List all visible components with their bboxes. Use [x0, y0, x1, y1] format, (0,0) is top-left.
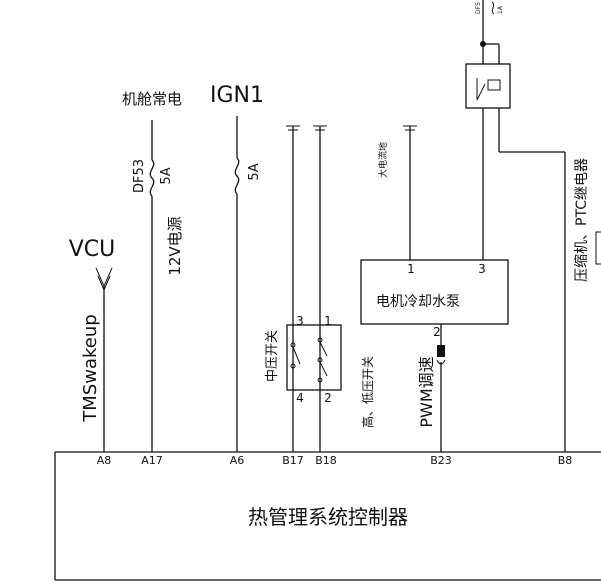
pin-b23: B23	[430, 454, 452, 467]
switch-pin-3: 3	[296, 314, 304, 328]
switch-pin-1: 1	[324, 314, 332, 328]
pin-labels: A8 A17 A6 B17 B18 B23 B8	[97, 454, 573, 467]
big-ground-label: 大电流地	[377, 142, 389, 178]
tms-wakeup-label: TMSwakeup	[80, 314, 101, 422]
top-fuse-label: DF5	[475, 2, 482, 14]
cabin-power-label: 机舱常电	[122, 90, 182, 108]
pin-b18: B18	[315, 454, 337, 467]
pump-pin-3: 3	[478, 262, 486, 276]
ign1-label: IGN1	[210, 83, 264, 108]
fuse-df53-label: DF53	[132, 159, 147, 193]
pump-pin-2: 2	[433, 325, 441, 339]
ign1-wire: IGN1 5A	[210, 83, 264, 452]
vcu-label: VCU	[69, 237, 116, 262]
mid-pressure-switch-label: 中压开关	[265, 330, 280, 382]
pin-b8: B8	[558, 454, 573, 467]
pin-a8: A8	[97, 454, 112, 467]
pump-pin-1: 1	[407, 262, 415, 276]
vcu-wakeup-wire: VCU TMSwakeup	[69, 237, 116, 452]
top-fuse-rating: 1A	[497, 5, 504, 14]
pin-a6: A6	[230, 454, 245, 467]
switch-pin-4: 4	[296, 391, 304, 405]
cabin-power-wire: 机舱常电 DF53 5A 12V电源	[122, 90, 184, 452]
relay-feed: DF5 1A 压缩机、PTC继电器	[465, 0, 601, 452]
switch-pin-2: 2	[324, 391, 332, 405]
high-low-switch-label: 高、低压开关	[360, 356, 375, 428]
fuse-5a-label-1: 5A	[159, 167, 174, 184]
pressure-switch-wires: 3 1 4 2 中压开关 高、低压开关	[265, 125, 375, 452]
controller-label: 热管理系统控制器	[248, 505, 408, 529]
pump-label: 电机冷却水泵	[376, 294, 460, 310]
compressor-ptc-relay-label: 压缩机、PTC继电器	[574, 158, 590, 282]
pin-b17: B17	[282, 454, 304, 467]
pwm-label: PWM调速	[417, 356, 436, 427]
controller-box: 热管理系统控制器	[54, 451, 601, 581]
supply-12v-label: 12V电源	[166, 216, 184, 275]
pump-box: 电机冷却水泵 1 3 2 大电流地 PWM调速	[360, 125, 509, 452]
pwm-connector	[437, 345, 445, 357]
pin-a17: A17	[141, 454, 163, 467]
fuse-5a-label-2: 5A	[247, 163, 262, 180]
